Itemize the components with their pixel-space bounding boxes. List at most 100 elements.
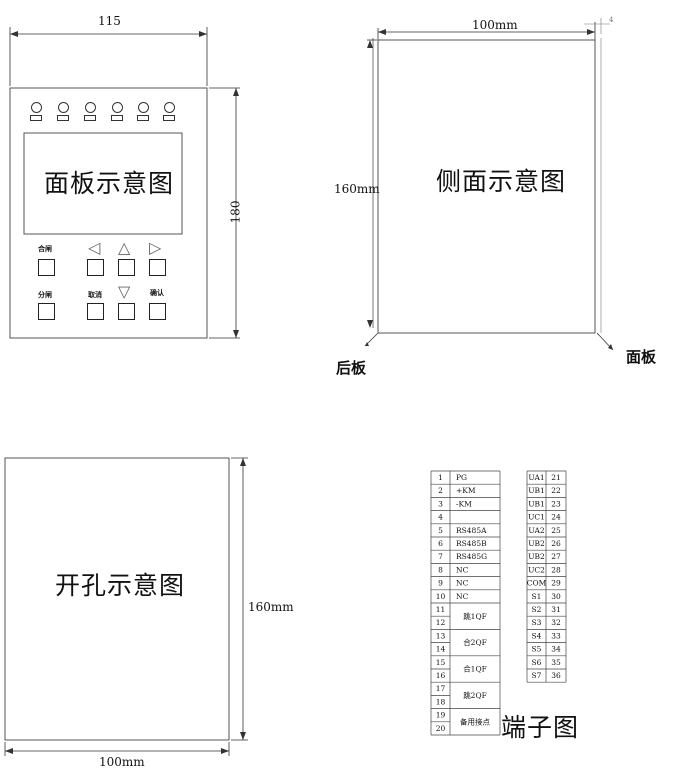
- terminal-number: 15: [436, 658, 446, 667]
- terminal-number: 32: [551, 618, 561, 627]
- terminal-number: 13: [436, 631, 446, 640]
- terminal-signal: RS485B: [456, 539, 487, 548]
- terminal-number: 1: [438, 473, 443, 482]
- terminal-number: 14: [436, 645, 446, 654]
- side-offset-label: 4: [609, 16, 614, 24]
- terminal-number: 10: [436, 592, 446, 601]
- terminal-number: 34: [551, 645, 561, 654]
- front-panel-outline: [9, 87, 208, 339]
- terminal-signal: UA2: [528, 526, 545, 535]
- led-bar: [163, 115, 175, 121]
- rear-board-label: 后板: [336, 359, 367, 377]
- terminal-number: 6: [438, 539, 443, 548]
- right-arrow-icon[interactable]: ▷: [149, 238, 162, 257]
- terminal-merged-signal: 备用接点: [460, 716, 490, 726]
- confirm-label: 确认: [150, 289, 164, 297]
- terminal-signal: UB1: [528, 486, 545, 495]
- side-view-outline: [377, 39, 596, 334]
- terminal-number: 24: [551, 513, 561, 522]
- terminal-number: 19: [436, 711, 446, 720]
- close-button[interactable]: [38, 259, 55, 276]
- terminal-signal: RS485A: [456, 526, 487, 535]
- terminal-number: 20: [436, 724, 446, 733]
- cancel-label: 取消: [88, 291, 102, 299]
- terminal-number: 29: [551, 579, 561, 588]
- led-indicator: [31, 102, 42, 113]
- terminal-signal: +KM: [456, 486, 476, 495]
- terminal-signal: -KM: [456, 499, 472, 508]
- led-bar: [137, 115, 149, 121]
- side-height-label: 160mm: [334, 182, 380, 196]
- terminal-signal: S2: [532, 605, 542, 614]
- terminal-number: 33: [551, 631, 561, 640]
- terminal-number: 3: [438, 499, 443, 508]
- terminal-number: 2: [438, 486, 443, 495]
- terminal-number: 30: [551, 592, 561, 601]
- led-bar: [84, 115, 96, 121]
- terminal-merged-signal: 合1QF: [463, 664, 487, 674]
- led-bar: [30, 115, 42, 121]
- terminal-signal: S7: [532, 671, 542, 680]
- terminal-signal: RS485G: [456, 552, 487, 561]
- terminal-number: 11: [436, 605, 446, 614]
- terminal-signal: UB2: [528, 552, 545, 561]
- led-indicator: [164, 102, 175, 113]
- led-indicator: [138, 102, 149, 113]
- cutout-outline: [4, 457, 230, 741]
- cancel-button[interactable]: [87, 303, 104, 320]
- terminal-number: 7: [438, 552, 443, 561]
- terminal-number: 17: [436, 684, 446, 693]
- terminal-number: 35: [551, 658, 561, 667]
- side-width-label: 100mm: [472, 18, 518, 32]
- terminal-signal: S6: [532, 658, 542, 667]
- lcd-screen: [23, 132, 183, 235]
- confirm-button[interactable]: [149, 303, 166, 320]
- close-label: 合闸: [38, 245, 52, 253]
- cutout-height-label: 160mm: [248, 600, 294, 614]
- terminal-signal: NC: [456, 579, 469, 588]
- terminal-signal: S3: [532, 618, 542, 627]
- open-label: 分闸: [38, 291, 52, 299]
- terminal-number: 5: [438, 526, 443, 535]
- terminal-merged-signal: 跳2QF: [463, 690, 487, 700]
- led-indicator: [112, 102, 123, 113]
- left-arrow-icon[interactable]: ◁: [88, 238, 101, 257]
- led-indicator: [85, 102, 96, 113]
- left-button[interactable]: [87, 259, 104, 276]
- open-button[interactable]: [38, 303, 55, 320]
- terminal-signal: NC: [456, 565, 469, 574]
- terminal-number: 22: [551, 486, 561, 495]
- panel-screen-label: 面板示意图: [44, 169, 175, 198]
- terminal-number: 4: [438, 513, 443, 522]
- terminal-number: 9: [438, 579, 443, 588]
- terminal-signal: UB2: [528, 539, 545, 548]
- terminal-number: 36: [551, 671, 561, 680]
- terminal-signal: COM: [527, 579, 547, 588]
- terminal-signal: UC1: [528, 513, 545, 522]
- led-bar: [111, 115, 123, 121]
- front-board-label: 面板: [626, 348, 657, 366]
- terminal-number: 28: [551, 565, 561, 574]
- terminal-number: 25: [551, 526, 561, 535]
- terminal-number: 23: [551, 499, 561, 508]
- right-button[interactable]: [149, 259, 166, 276]
- terminal-signal: S4: [532, 631, 542, 640]
- down-button[interactable]: [118, 303, 135, 320]
- terminal-signal: S1: [532, 592, 542, 601]
- terminal-signal: PG: [456, 473, 467, 482]
- terminal-title: 端子图: [501, 713, 580, 742]
- down-arrow-icon[interactable]: ▽: [118, 282, 131, 301]
- cutout-title: 开孔示意图: [55, 571, 186, 600]
- up-arrow-icon[interactable]: △: [118, 238, 131, 257]
- terminal-number: 27: [551, 552, 561, 561]
- up-button[interactable]: [118, 259, 135, 276]
- led-indicator: [58, 102, 69, 113]
- led-bar: [57, 115, 69, 121]
- terminal-number: 31: [551, 605, 561, 614]
- terminal-number: 16: [436, 671, 446, 680]
- cutout-width-label: 100mm: [99, 755, 145, 769]
- terminal-signal: S5: [532, 645, 542, 654]
- terminal-merged-signal: 合2QF: [463, 637, 487, 647]
